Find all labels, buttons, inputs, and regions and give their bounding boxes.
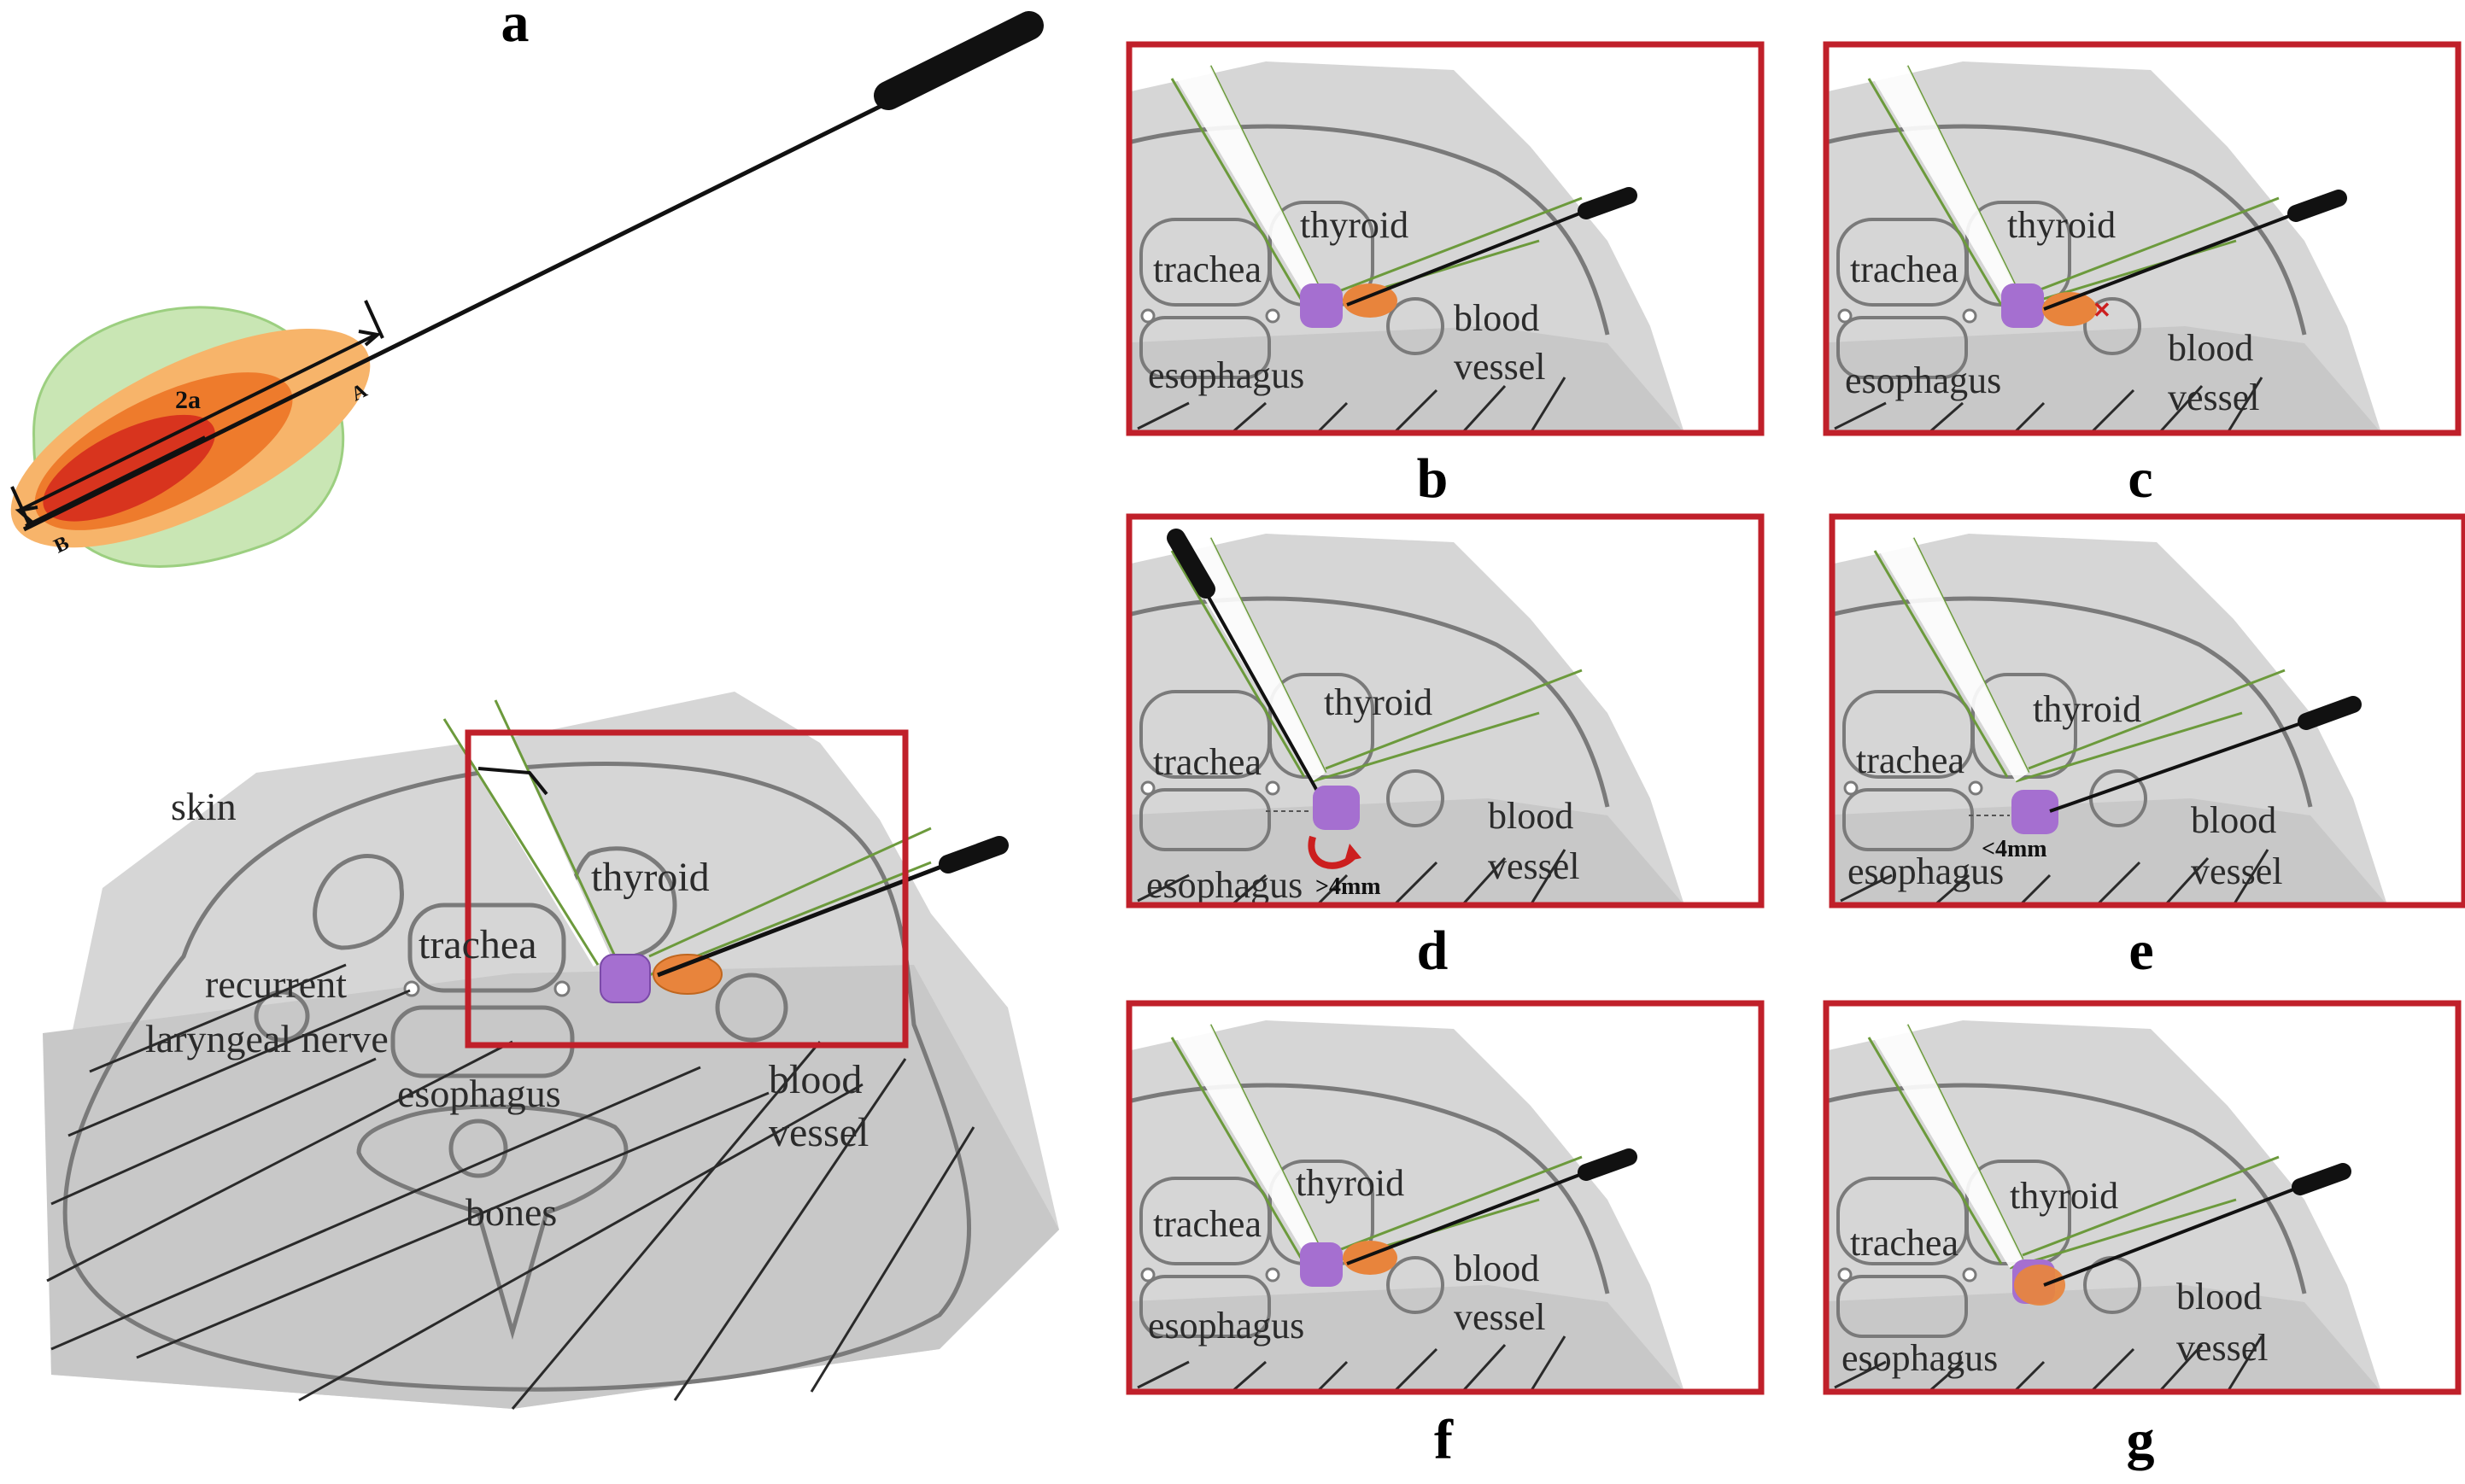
label-trachea: trachea <box>1856 739 1964 781</box>
probe-shaft-main <box>657 862 949 978</box>
distance-label: >4mm <box>1315 873 1381 900</box>
probe-handle-main <box>939 836 1009 873</box>
bones-outline <box>356 1104 629 1341</box>
label-vessel: vessel <box>1454 1296 1546 1338</box>
lower-shaded-region <box>43 965 1059 1409</box>
panel-letter-b: b <box>1417 447 1449 510</box>
thyroid-lobe-left <box>313 854 404 950</box>
panel-letter-g: g <box>2127 1409 2155 1471</box>
panel-letter-d: d <box>1417 920 1449 982</box>
label-recurrent: recurrent <box>205 962 347 1006</box>
thyroid-nodule <box>2011 790 2058 834</box>
label-bones: bones <box>465 1190 557 1234</box>
distance-label: <4mm <box>1982 836 2047 862</box>
label-blood: blood <box>769 1057 862 1102</box>
label-esophagus: esophagus <box>1148 354 1304 396</box>
probe-handle <box>2287 190 2347 222</box>
label-thyroid: thyroid <box>591 855 710 900</box>
blood-vessel-outline <box>715 973 788 1043</box>
dimension-arrows <box>10 300 384 528</box>
label-esophagus: esophagus <box>1148 1305 1304 1347</box>
nerve-marker-right <box>553 980 571 997</box>
label-thyroid: thyroid <box>2033 688 2141 730</box>
label-skin: skin <box>171 785 237 828</box>
label-esophagus: esophagus <box>1845 359 2001 401</box>
panel-f: thyroid trachea esophagus blood vessel f <box>1126 1000 1765 1471</box>
label-blood: blood <box>1488 795 1573 837</box>
label-thyroid: thyroid <box>2007 204 2116 246</box>
panel-letter-f: f <box>1434 1409 1454 1471</box>
zoom-region-frame <box>465 729 909 1049</box>
panel-c: ✕ thyroid trachea esophagus blood vessel… <box>1823 41 2462 510</box>
label-blood: blood <box>1454 297 1539 339</box>
label-blood: blood <box>2168 327 2253 369</box>
label-blood: blood <box>2191 799 2276 841</box>
label-laryngeal-nerve: laryngeal nerve <box>145 1017 389 1060</box>
thyroid-nodule <box>1313 786 1360 830</box>
probe-shaft <box>22 96 899 532</box>
panel-g: thyroid trachea esophagus blood vessel g <box>1823 1000 2462 1471</box>
label-trachea: trachea <box>419 922 537 967</box>
label-blood: blood <box>2176 1276 2262 1317</box>
label-vessel: vessel <box>1454 346 1546 388</box>
error-mark-icon: ✕ <box>2093 298 2111 323</box>
thyroid-nodule <box>600 954 651 1003</box>
label-trachea: trachea <box>1850 1222 1959 1264</box>
panel-frame <box>1823 1000 2462 1395</box>
nerve-marker-left <box>403 980 420 997</box>
panel-letter-c: c <box>2128 447 2152 510</box>
label-trachea: trachea <box>1153 248 1262 290</box>
panel-frame <box>1126 1000 1765 1395</box>
probe-shaft <box>1200 584 1323 799</box>
panel-frame <box>1126 513 1765 909</box>
label-thyroid: thyroid <box>1300 204 1408 246</box>
label-vessel: vessel <box>2168 377 2260 418</box>
label-trachea: trachea <box>1153 741 1262 783</box>
panel-d: >4mm thyroid trachea esophagus blood ves… <box>1126 513 1765 982</box>
label-esophagus: esophagus <box>1841 1337 1998 1379</box>
label-esophagus: esophagus <box>1847 850 2004 892</box>
panel-a: a 2a A B <box>10 0 1044 568</box>
label-vessel: vessel <box>2176 1327 2269 1369</box>
panel-letter-a: a <box>501 0 530 54</box>
probe-handle <box>2292 1163 2351 1195</box>
probe-handle <box>2298 696 2362 730</box>
panel-frame <box>1126 41 1765 436</box>
thyroid-nodule <box>1300 283 1343 328</box>
panel-b: thyroid trachea esophagus blood vessel b <box>1126 41 1765 510</box>
label-esophagus: esophagus <box>397 1072 561 1115</box>
label-thyroid: thyroid <box>1296 1162 1404 1204</box>
label-thyroid: thyroid <box>1324 681 1432 723</box>
label-esophagus: esophagus <box>1146 864 1303 906</box>
label-trachea: trachea <box>1153 1203 1262 1245</box>
ablation-region <box>2014 1265 2065 1306</box>
probe-handle <box>874 11 1044 110</box>
esophagus-outline <box>390 1005 575 1078</box>
probe-handle <box>1167 529 1215 599</box>
dimension-2a-label: 2a <box>175 386 201 414</box>
label-vessel: vessel <box>769 1110 869 1155</box>
ablation-region <box>653 954 723 995</box>
neck-cross-section: skin thyroid trachea recurrent laryngeal… <box>43 692 1059 1410</box>
ablation-region <box>2042 292 2097 326</box>
panel-frame <box>1829 513 2465 909</box>
panel-letter-e: e <box>2128 920 2153 982</box>
hatching <box>46 963 975 1410</box>
probe-handle <box>1578 187 1637 219</box>
skin-outline <box>62 762 972 1392</box>
thyroid-nodule <box>2001 283 2044 328</box>
trachea-outline <box>407 903 566 993</box>
label-thyroid: thyroid <box>2010 1175 2118 1217</box>
label-vessel: vessel <box>2191 850 2283 892</box>
panel-e: <4mm thyroid trachea esophagus blood ves… <box>1829 513 2465 982</box>
thyroid-nodule <box>1300 1242 1343 1287</box>
panel-frame <box>1823 41 2462 436</box>
label-vessel: vessel <box>1488 845 1580 887</box>
label-blood: blood <box>1454 1247 1539 1289</box>
probe-handle <box>1578 1148 1637 1181</box>
label-trachea: trachea <box>1850 248 1959 290</box>
